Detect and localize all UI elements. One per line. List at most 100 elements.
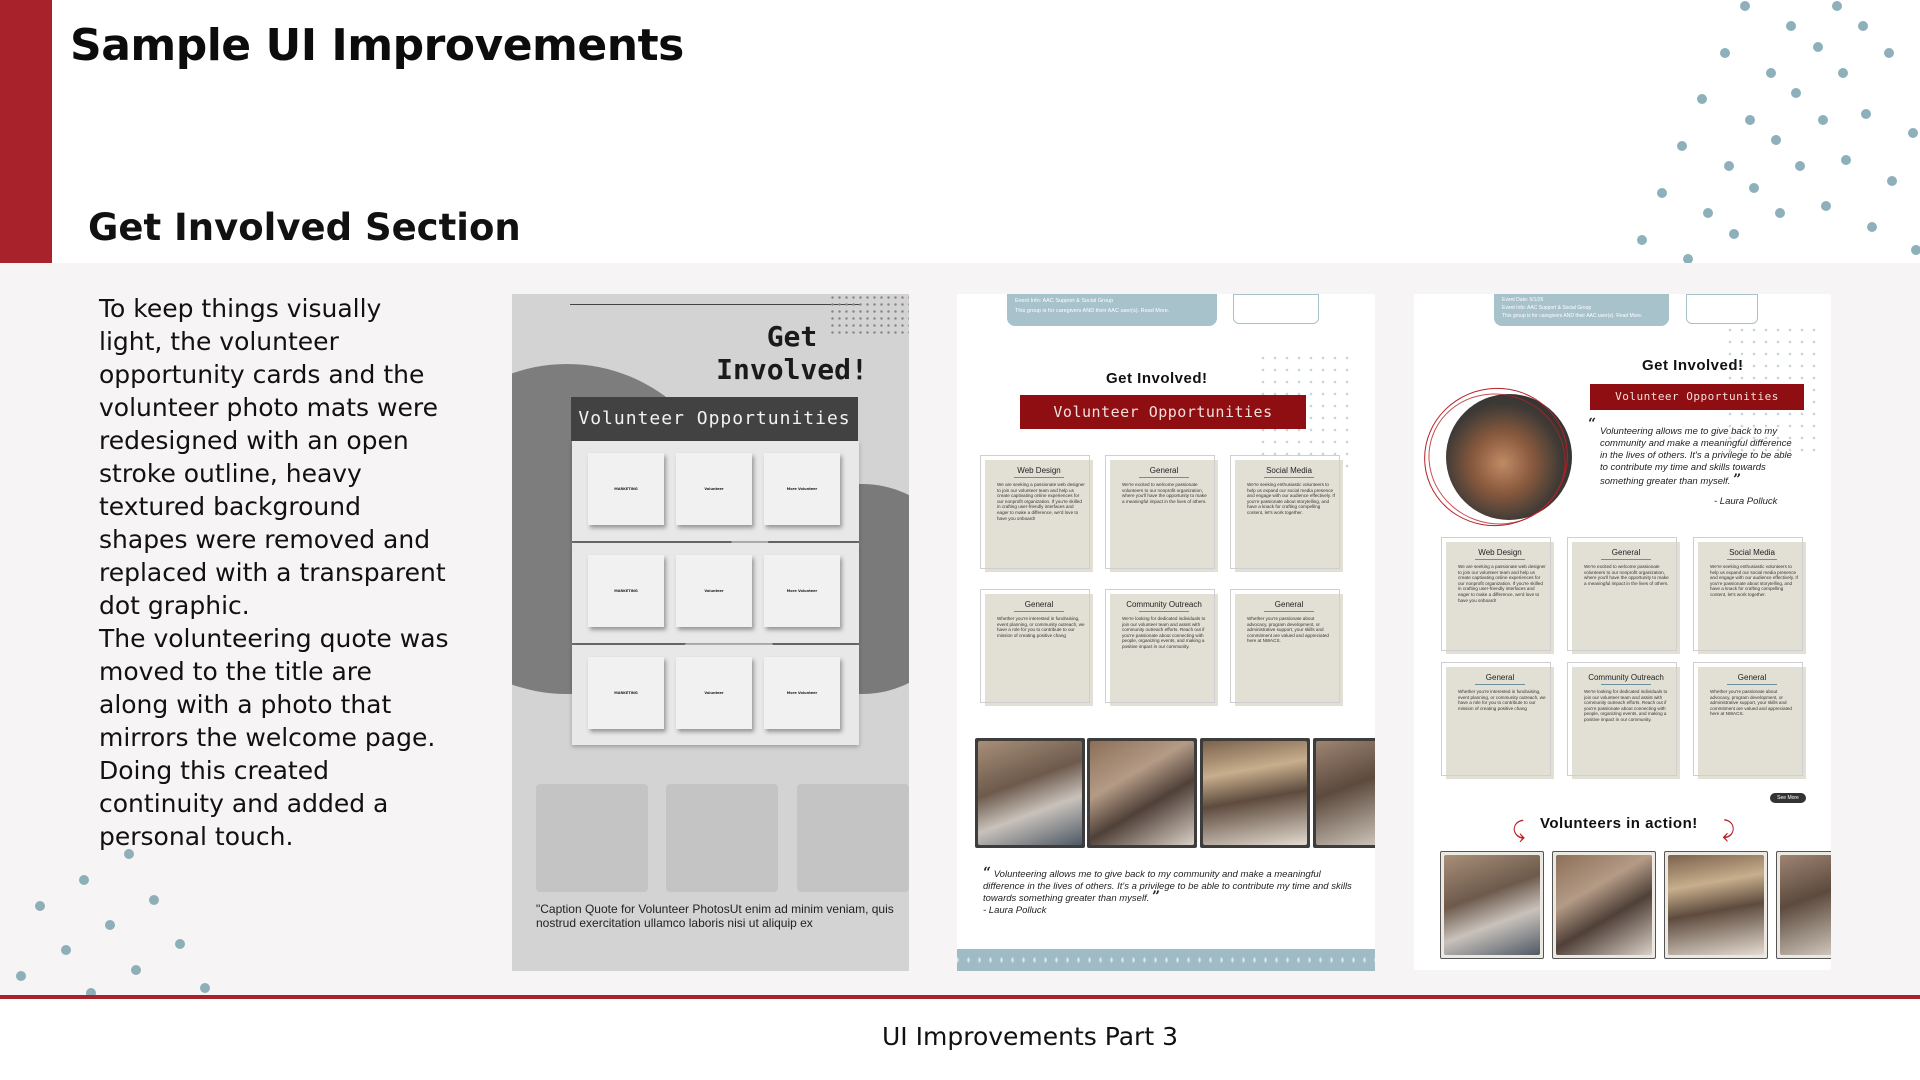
old-card: More Volunteer	[764, 657, 840, 729]
dot-graphic-bottom-left	[16, 849, 210, 998]
card-body: We are seeking a passionate web designer…	[1458, 564, 1546, 603]
old-design-panel: Get Involved! Volunteer Opportunities MA…	[512, 294, 909, 971]
volunteer-photo	[1313, 738, 1375, 848]
event-info: Event Info: AAC Support & Social Group	[1502, 305, 1592, 311]
card-title: General	[1446, 667, 1554, 685]
quote-text: Volunteering allows me to give back to m…	[983, 869, 1352, 904]
old-card: Volunteer	[676, 657, 752, 729]
card-body: We're seeking enthusiastic volunteers to…	[1710, 564, 1798, 597]
card-body: We're looking for dedicated individuals …	[1122, 616, 1206, 649]
old-photo-placeholder	[666, 784, 778, 892]
card-title: General	[1698, 667, 1806, 685]
opportunity-card: Social Media We're seeking enthusiastic …	[1693, 537, 1806, 654]
opportunity-card: General We're excited to welcome passion…	[1567, 537, 1680, 654]
opportunity-card: Web Design We are seeking a passionate w…	[1441, 537, 1554, 654]
old-heading: Get Involved!	[716, 320, 868, 386]
open-quote-mark: “	[983, 865, 992, 881]
card-title: Web Design	[985, 460, 1093, 478]
section-title: Get Involved Section	[88, 206, 521, 249]
old-card-mat: MARKETING Volunteer More Volunteer	[572, 441, 859, 541]
card-body: Whether you're passionate about advocacy…	[1710, 689, 1792, 717]
open-quote-mark: “	[1588, 416, 1597, 432]
card-body: We're excited to welcome passionate volu…	[1584, 564, 1669, 586]
slide-title: Sample UI Improvements	[70, 20, 684, 71]
volunteer-photo	[1552, 851, 1656, 959]
footer-strip	[957, 949, 1375, 971]
footer-divider	[0, 995, 1920, 999]
card-body: Whether you're passionate about advocacy…	[1247, 616, 1329, 644]
curved-arrow-left-icon: ⤹	[1512, 818, 1526, 843]
volunteers-in-action-heading: Volunteers in action!	[1540, 815, 1698, 832]
description-paragraph-1: To keep things visually light, the volun…	[99, 294, 446, 620]
card-title: General	[1572, 542, 1680, 560]
volunteer-photo	[1440, 851, 1544, 959]
card-body: Whether you're interested in fundraising…	[997, 616, 1085, 638]
dot-graphic-top-right	[1637, 1, 1920, 264]
close-quote-mark: ”	[1151, 889, 1161, 905]
event-info: Event Info: AAC Support & Social Group	[1015, 298, 1114, 304]
card-title: Community Outreach	[1572, 667, 1680, 685]
volunteer-quote: “ Volunteering allows me to give back to…	[1588, 417, 1795, 488]
old-card: More Volunteer	[764, 555, 840, 627]
card-title: Social Media	[1698, 542, 1806, 560]
event-outline-box	[1686, 294, 1758, 324]
card-body: We're seeking enthusiastic volunteers to…	[1247, 482, 1335, 515]
right-design-panel: Event Date: 6/1/26 Event Info: AAC Suppo…	[1414, 294, 1831, 970]
description-paragraph-2: The volunteering quote was moved to the …	[99, 624, 449, 851]
mid-design-panel: Event Info: AAC Support & Social Group T…	[957, 294, 1375, 971]
card-title: Web Design	[1446, 542, 1554, 560]
opportunity-card: General Whether you're passionate about …	[1230, 589, 1343, 706]
event-desc: This group is for caregivers AND their A…	[1015, 308, 1170, 314]
quote-text: Volunteering allows me to give back to m…	[1600, 426, 1792, 487]
old-photo-placeholder	[536, 784, 648, 892]
opportunity-card: Community Outreach We're looking for ded…	[1567, 662, 1680, 779]
opportunity-card: General Whether you're passionate about …	[1693, 662, 1806, 779]
opportunity-card: General Whether you're interested in fun…	[980, 589, 1093, 706]
old-card: Volunteer	[676, 453, 752, 525]
old-card-mat: MARKETING Volunteer More Volunteer	[572, 543, 859, 643]
card-body: We are seeking a passionate web designer…	[997, 482, 1085, 521]
photo-ring	[1414, 374, 1585, 544]
old-card: Volunteer	[676, 555, 752, 627]
old-banner: Volunteer Opportunities	[571, 397, 858, 441]
event-outline-box	[1233, 294, 1319, 324]
quote-author: - Laura Polluck	[983, 904, 1047, 916]
curved-arrow-right-icon: ⤸	[1722, 818, 1736, 843]
card-title: Community Outreach	[1110, 594, 1218, 612]
card-title: General	[1235, 594, 1343, 612]
event-desc: This group is for caregivers AND their A…	[1502, 313, 1643, 319]
volunteer-banner: Volunteer Opportunities	[1020, 395, 1306, 429]
opportunity-card: Web Design We are seeking a passionate w…	[980, 455, 1093, 572]
footer-text: UI Improvements Part 3	[0, 1022, 1920, 1051]
volunteer-photo	[1776, 851, 1831, 959]
old-card: MARKETING	[588, 453, 664, 525]
opportunity-card: General We're excited to welcome passion…	[1105, 455, 1218, 572]
volunteer-photo	[975, 738, 1085, 848]
old-caption: "Caption Quote for Volunteer PhotosUt en…	[536, 902, 894, 930]
opportunity-card: Social Media We're seeking enthusiastic …	[1230, 455, 1343, 572]
hands-photo	[1446, 394, 1572, 520]
old-card: More Volunteer	[764, 453, 840, 525]
event-strip: Event Info: AAC Support & Social Group T…	[1007, 294, 1217, 326]
event-date: Event Date: 6/1/26	[1502, 297, 1544, 303]
volunteer-photo	[1087, 738, 1197, 848]
event-strip: Event Date: 6/1/26 Event Info: AAC Suppo…	[1494, 294, 1669, 326]
close-quote-mark: ”	[1733, 472, 1742, 488]
see-more-button[interactable]: See More	[1770, 793, 1806, 803]
card-body: Whether you're interested in fundraising…	[1458, 689, 1546, 711]
accent-bar	[0, 0, 52, 263]
volunteer-photo	[1200, 738, 1310, 848]
get-involved-heading: Get Involved!	[1642, 357, 1744, 374]
card-title: General	[985, 594, 1093, 612]
quote-author: - Laura Polluck	[1714, 496, 1778, 507]
volunteer-banner: Volunteer Opportunities	[1590, 384, 1804, 410]
footer-label: UI Improvements Part 3	[882, 1022, 1178, 1051]
dot-texture	[829, 294, 909, 334]
card-title: Social Media	[1235, 460, 1343, 478]
get-involved-heading: Get Involved!	[1106, 370, 1208, 387]
card-body: We're looking for dedicated individuals …	[1584, 689, 1668, 722]
old-card: MARKETING	[588, 657, 664, 729]
old-card-mat: MARKETING Volunteer More Volunteer	[572, 645, 859, 745]
volunteer-quote: “ Volunteering allows me to give back to…	[983, 865, 1363, 916]
